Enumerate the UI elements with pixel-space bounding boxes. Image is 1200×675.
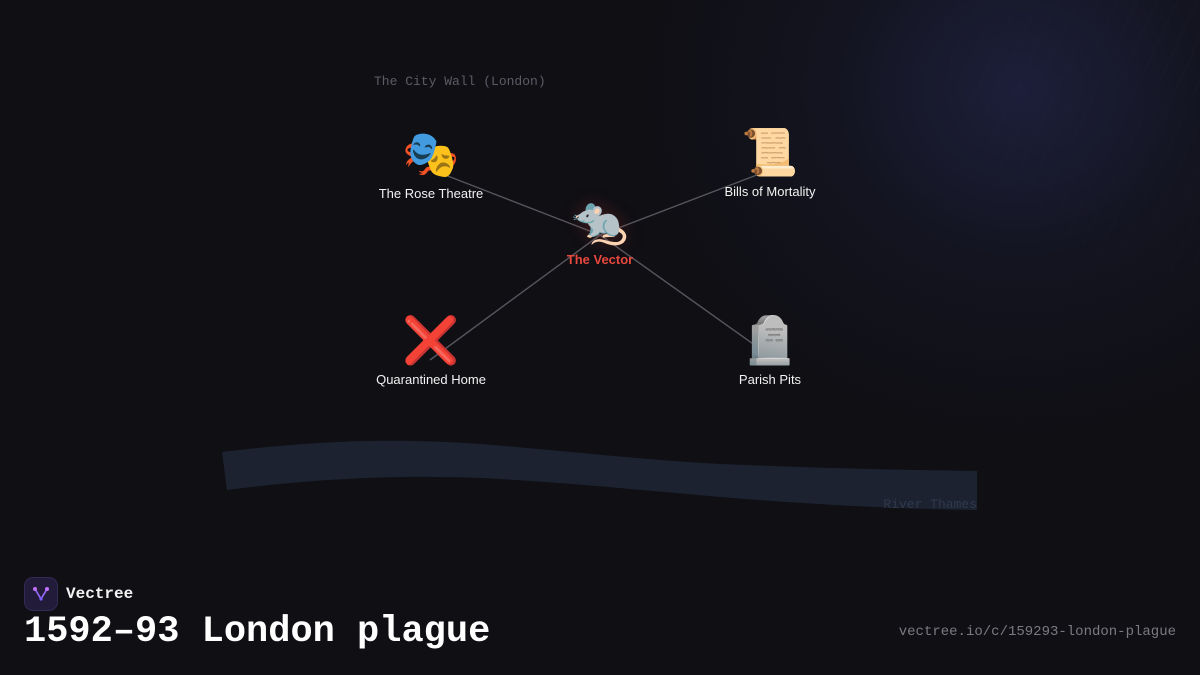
rat-icon: 🐀 bbox=[571, 193, 629, 247]
theatre-masks-icon: 🎭 bbox=[402, 127, 460, 181]
city-wall-label: The City Wall (London) bbox=[374, 74, 546, 89]
brand: Vectree bbox=[24, 577, 133, 611]
scroll-icon: 📜 bbox=[741, 125, 799, 179]
node-label: Bills of Mortality bbox=[724, 184, 816, 199]
node-bills-of-mortality[interactable]: 📜 Bills of Mortality bbox=[680, 126, 860, 199]
page-title: 1592–93 London plague bbox=[24, 611, 491, 653]
cross-mark-icon: ❌ bbox=[402, 313, 460, 367]
source-url[interactable]: vectree.io/c/159293-london-plague bbox=[898, 624, 1176, 640]
river-label: River Thames bbox=[883, 497, 977, 512]
edge-vector-parish-pits bbox=[599, 234, 771, 357]
node-rose-theatre[interactable]: 🎭 The Rose Theatre bbox=[341, 128, 521, 201]
node-vector[interactable]: 🐀 The Vector bbox=[510, 194, 690, 267]
node-label: The Rose Theatre bbox=[378, 186, 484, 201]
node-label: Quarantined Home bbox=[376, 372, 486, 387]
node-label: Parish Pits bbox=[738, 372, 802, 387]
river-thames bbox=[222, 440, 977, 510]
brand-name: Vectree bbox=[66, 585, 134, 603]
edge-vector-bills-of-mortality bbox=[599, 172, 763, 236]
edge-vector-quarantined-home bbox=[429, 234, 601, 361]
edge-vector-rose-theatre bbox=[439, 172, 601, 236]
vectree-logo-icon bbox=[24, 577, 58, 611]
headstone-icon: 🪦 bbox=[741, 313, 799, 367]
node-quarantined-home[interactable]: ❌ Quarantined Home bbox=[341, 314, 521, 387]
node-label: The Vector bbox=[566, 252, 634, 267]
node-parish-pits[interactable]: 🪦 Parish Pits bbox=[680, 314, 860, 387]
